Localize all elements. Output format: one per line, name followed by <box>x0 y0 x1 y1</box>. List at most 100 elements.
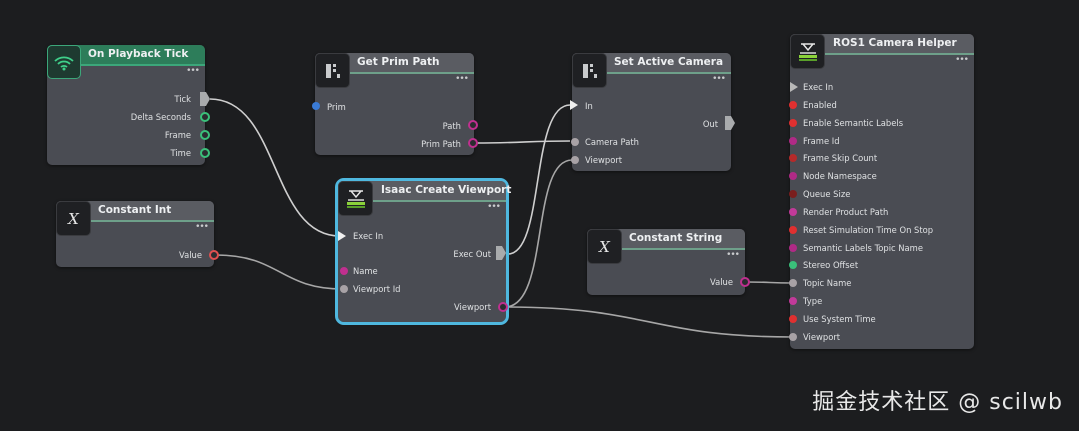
output-label-value: Value <box>710 277 733 287</box>
input-pin-reset-simulation-time-on-stop[interactable] <box>789 226 797 234</box>
output-pin-delta-seconds[interactable] <box>200 112 210 122</box>
input-label-type: Type <box>803 296 823 306</box>
wire-string-value-to-topic-name <box>746 281 793 284</box>
output-pin-viewport[interactable] <box>498 302 508 312</box>
output-pin-frame[interactable] <box>200 130 210 140</box>
output-pin-value[interactable] <box>740 277 750 287</box>
output-pin-out[interactable] <box>725 116 735 130</box>
output-pin-path[interactable] <box>468 120 478 130</box>
output-pin-prim-path[interactable] <box>468 138 478 148</box>
wire-prim-path-to-camera-path <box>475 140 571 144</box>
node-menu-dots[interactable]: ••• <box>195 222 209 232</box>
input-pin-camera-path[interactable] <box>571 138 579 146</box>
input-label-viewport-id: Viewport Id <box>353 284 401 294</box>
input-pin-enabled[interactable] <box>789 101 797 109</box>
input-label-semantic-labels-topic-name: Semantic Labels Topic Name <box>803 243 923 253</box>
input-label-use-system-time: Use System Time <box>803 314 876 324</box>
input-pin-frame-id[interactable] <box>789 137 797 145</box>
output-pin-tick[interactable] <box>200 92 210 106</box>
output-label-value: Value <box>179 250 202 260</box>
input-label-render-product-path: Render Product Path <box>803 207 889 217</box>
wire-viewport-to-viewport <box>504 159 573 308</box>
input-pin-prim[interactable] <box>312 102 320 110</box>
node-on-playback-tick[interactable]: On Playback Tick ••• Tick Delta Seconds … <box>47 45 210 165</box>
input-pin-queue-size[interactable] <box>789 190 797 198</box>
input-label-exec-in: Exec In <box>803 82 834 92</box>
input-pin-exec-in[interactable] <box>790 82 798 92</box>
node-menu-dots[interactable]: ••• <box>186 66 200 76</box>
node-get-prim-path[interactable]: Get Prim Path ••• Prim Path Prim Path <box>312 53 478 155</box>
node-constant-int[interactable]: X Constant Int ••• Value <box>56 201 219 267</box>
input-pin-stereo-offset[interactable] <box>789 261 797 269</box>
output-label-time: Time <box>170 148 192 158</box>
output-label-out: Out <box>702 119 718 129</box>
graph-node-icon <box>572 53 607 88</box>
input-pin-name[interactable] <box>340 267 348 275</box>
output-pin-exec-out[interactable] <box>496 246 506 260</box>
node-menu-dots[interactable]: ••• <box>455 74 469 84</box>
input-pin-node-namespace[interactable] <box>789 172 797 180</box>
output-label-delta-seconds: Delta Seconds <box>130 112 191 122</box>
input-pin-topic-name[interactable] <box>789 279 797 287</box>
input-label-in: In <box>585 101 593 111</box>
input-label-viewport: Viewport <box>803 332 841 342</box>
node-ros1-camera-helper[interactable]: ROS1 Camera Helper ••• Exec In Enabled E… <box>789 34 974 349</box>
input-label-reset-simulation-time-on-stop: Reset Simulation Time On Stop <box>803 225 934 235</box>
input-pin-use-system-time[interactable] <box>789 315 797 323</box>
node-title: Isaac Create Viewport <box>381 184 512 196</box>
output-label-path: Path <box>442 121 461 131</box>
node-menu-dots[interactable]: ••• <box>955 55 969 65</box>
input-label-camera-path: Camera Path <box>585 137 639 147</box>
input-pin-viewport[interactable] <box>571 156 579 164</box>
node-menu-dots[interactable]: ••• <box>712 74 726 84</box>
output-label-exec-out: Exec Out <box>453 249 491 259</box>
input-pin-exec-in[interactable] <box>338 231 346 241</box>
input-pin-semantic-labels-topic-name[interactable] <box>789 244 797 252</box>
node-menu-dots[interactable]: ••• <box>487 202 501 212</box>
node-title: Constant Int <box>98 204 172 216</box>
output-pin-time[interactable] <box>200 148 210 158</box>
input-label-frame-id: Frame Id <box>803 136 840 146</box>
output-label-viewport: Viewport <box>453 302 491 312</box>
node-isaac-create-viewport[interactable]: Isaac Create Viewport ••• Exec In Exec O… <box>335 178 511 325</box>
input-label-topic-name: Topic Name <box>803 278 852 288</box>
node-title: ROS1 Camera Helper <box>833 37 957 49</box>
input-label-stereo-offset: Stereo Offset <box>803 260 859 270</box>
input-label-enable-semantic-labels: Enable Semantic Labels <box>803 118 904 128</box>
node-title: Constant String <box>629 232 723 244</box>
graph-node-icon <box>315 53 350 88</box>
output-pin-value[interactable] <box>209 250 219 260</box>
wire-viewport-to-ros-viewport <box>504 306 794 338</box>
node-title: Set Active Camera <box>614 56 724 68</box>
variable-x-icon: X <box>587 229 622 264</box>
isaac-icon <box>338 181 373 216</box>
input-pin-viewport-id[interactable] <box>340 285 348 293</box>
wire-int-value-to-viewport-id <box>215 254 344 290</box>
variable-x-icon: X <box>56 201 91 236</box>
input-label-exec-in: Exec In <box>353 231 384 241</box>
input-label-node-namespace: Node Namespace <box>803 171 877 181</box>
wire-exec-out-to-in <box>507 104 571 255</box>
node-menu-dots[interactable]: ••• <box>726 250 740 260</box>
input-label-name: Name <box>353 266 378 276</box>
node-title: On Playback Tick <box>88 48 189 60</box>
input-pin-in[interactable] <box>570 100 578 110</box>
input-pin-render-product-path[interactable] <box>789 208 797 216</box>
input-pin-viewport[interactable] <box>789 333 797 341</box>
isaac-icon <box>790 34 825 69</box>
input-label-prim: Prim <box>327 102 346 112</box>
input-label-viewport: Viewport <box>585 155 623 165</box>
node-title: Get Prim Path <box>357 56 440 68</box>
input-pin-enable-semantic-labels[interactable] <box>789 119 797 127</box>
input-pin-type[interactable] <box>789 297 797 305</box>
output-label-frame: Frame <box>164 130 191 140</box>
output-label-prim-path: Prim Path <box>421 139 461 149</box>
input-label-enabled: Enabled <box>803 100 837 110</box>
node-constant-string[interactable]: X Constant String ••• Value <box>587 229 750 295</box>
node-set-active-camera[interactable]: Set Active Camera ••• In Out Camera Path… <box>570 53 735 171</box>
signal-icon <box>47 45 81 79</box>
input-pin-frame-skip-count[interactable] <box>789 154 797 162</box>
output-label-tick: Tick <box>174 94 191 104</box>
watermark-text: 掘金技术社区 @ scilwb <box>812 390 1063 415</box>
